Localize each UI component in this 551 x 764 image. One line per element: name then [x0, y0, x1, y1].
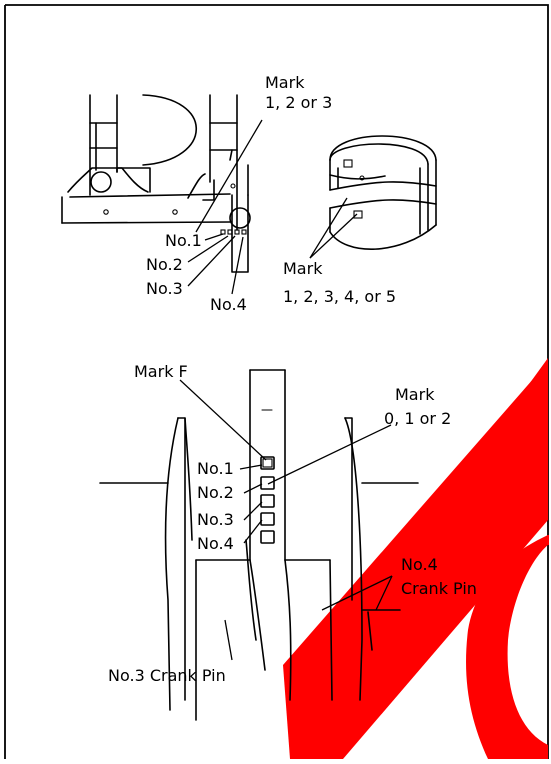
lower-journal-no1: No.1 — [197, 459, 234, 478]
mark-f-label: Mark F — [134, 362, 188, 381]
upper-journal-no2: No.2 — [146, 255, 183, 274]
rod-mark-values: 1, 2 or 3 — [265, 93, 332, 112]
upper-block-drawing — [61, 94, 263, 295]
upper-journal-no4: No.4 — [210, 295, 247, 314]
bearing-mark-values: 1, 2, 3, 4, or 5 — [283, 287, 396, 306]
upper-journal-no3: No.3 — [146, 279, 183, 298]
no3-crank-pin-label: No.3 Crank Pin — [108, 666, 226, 685]
lower-journal-no3: No.3 — [197, 510, 234, 529]
upper-journal-no1: No.1 — [165, 231, 202, 250]
lower-crank-drawing — [99, 369, 419, 721]
crank-mark-label: Mark — [395, 385, 435, 404]
bearing-mark-label: Mark — [283, 259, 323, 278]
no4-crank-pin-line2: Crank Pin — [401, 579, 477, 598]
no4-crank-pin-line1: No.4 — [401, 555, 438, 574]
rod-mark-label: Mark — [265, 73, 305, 92]
lower-journal-no4: No.4 — [197, 534, 234, 553]
crank-mark-values: 0, 1 or 2 — [384, 409, 451, 428]
lower-journal-no2: No.2 — [197, 483, 234, 502]
red-watermark — [283, 358, 549, 759]
bearing-shell-drawing — [309, 135, 437, 259]
